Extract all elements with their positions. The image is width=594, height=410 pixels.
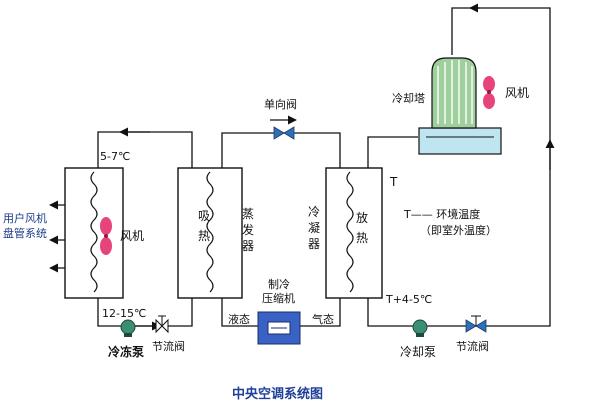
compressor-label-line1: 制冷 [268,278,290,291]
absorb-heat-char-1: 吸 [198,209,210,223]
cooling-water-pipe-a [367,7,551,327]
evaporator-box [177,167,243,299]
fan-icon [483,76,495,109]
compressor-unit [257,311,301,345]
ambient-temp-line2: （即室外温度） [420,223,497,237]
cooling-pump-label: 冷却泵 [400,345,436,359]
throttle-valve-left-label: 节流阀 [152,339,185,353]
refrigerant-top-pipe [221,132,341,168]
evaporator-unit: 吸 热 [177,167,243,299]
cooling-water-pipe-b [367,136,418,168]
evaporator-char-2: 发 [242,222,254,237]
release-heat-char-2: 热 [356,231,368,245]
liquid-state-label: 液态 [228,312,250,326]
fan-label-left: 风机 [120,229,144,243]
throttle-valve-left [155,315,169,334]
chilled-pump-label: 冷冻泵 [108,344,144,359]
cooling-water-pump [412,319,428,337]
fan-icon [100,217,112,255]
condenser-wave [346,171,354,293]
throttle-valve-right [465,315,487,333]
compressor-label-line2: 压缩机 [262,291,295,305]
tower-body [431,57,477,129]
check-valve-label: 单向阀 [264,97,297,111]
diagram-caption: 中央空调系统图 [232,386,323,402]
check-valve [273,126,295,140]
fan-coil-box [64,167,124,299]
chilled-water-pump [120,319,136,337]
ambient-temp-line1: T—— 环境温度 [403,207,480,221]
gas-state-label: 气态 [312,312,334,326]
throttle-valve-right-label: 节流阀 [456,339,489,353]
supply-temp-label: 5-7℃ [100,150,130,163]
evaporator-char-3: 器 [242,239,254,253]
fan-label-right: 风机 [505,86,529,100]
user-fan-coil-unit: 风机 用户风机 盘管系统 [3,167,144,299]
condenser-char-1: 冷 [308,205,320,219]
tower-slats [437,60,473,124]
user-system-label-line1: 用户风机 [3,211,47,225]
pipes [97,7,551,327]
evaporator-char-1: 蒸 [242,207,254,221]
t-symbol-label: T [389,175,398,189]
flow-arrows [49,3,555,331]
condenser-char-3: 器 [308,237,320,251]
cooling-tower-label: 冷却塔 [392,92,425,105]
condenser-unit: 放 热 [325,167,383,299]
cooling-tower [418,57,502,155]
condenser-box [325,167,383,299]
t-plus-label: T+4-5℃ [385,293,432,306]
return-temp-label: 12-15℃ [102,307,146,320]
release-heat-char-1: 放 [356,210,368,225]
fan-coil-wave [90,171,98,293]
absorb-heat-char-2: 热 [198,229,210,243]
tower-basin-water [418,127,502,155]
evaporator-wave [206,171,214,293]
condenser-char-2: 凝 [308,220,320,235]
user-system-label-line2: 盘管系统 [3,226,47,240]
